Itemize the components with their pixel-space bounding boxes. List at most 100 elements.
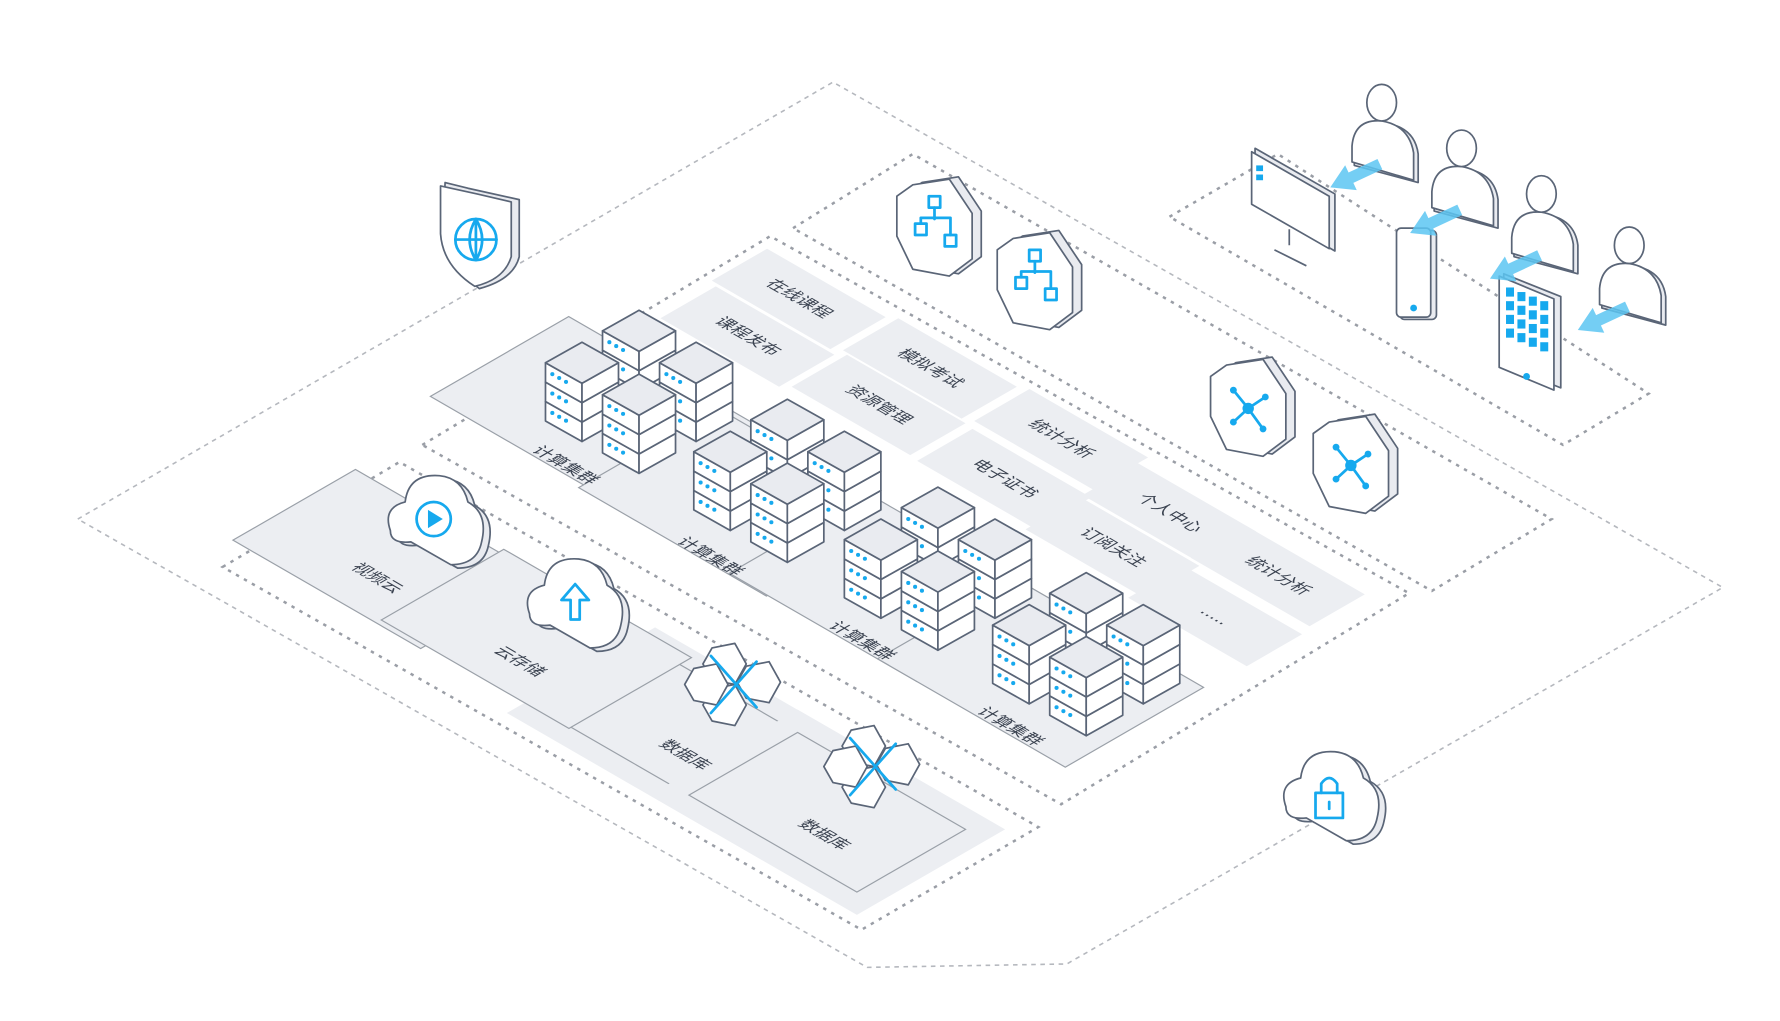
server-led bbox=[1054, 705, 1059, 710]
server-led bbox=[1118, 638, 1123, 643]
server-top bbox=[601, 373, 677, 417]
server-led bbox=[563, 418, 569, 423]
server-led bbox=[678, 418, 683, 423]
service-label-bg bbox=[917, 428, 1092, 530]
server-led bbox=[671, 376, 676, 381]
service-label: 在线课程 bbox=[711, 248, 886, 350]
server-led bbox=[906, 600, 911, 605]
server-led bbox=[919, 524, 924, 529]
server-top bbox=[991, 603, 1067, 647]
server-led bbox=[997, 634, 1002, 639]
server-led bbox=[906, 580, 911, 585]
server-led bbox=[997, 673, 1002, 678]
server-led bbox=[769, 520, 774, 525]
server-led bbox=[614, 427, 619, 432]
server-led bbox=[1061, 709, 1066, 714]
network-hub-icon bbox=[1312, 413, 1399, 515]
server-led bbox=[913, 623, 918, 628]
server-led bbox=[698, 461, 703, 466]
service-label: 课程发布 bbox=[660, 286, 835, 387]
tablet-icon bbox=[1498, 272, 1562, 392]
server-led bbox=[1004, 677, 1009, 682]
database-hex-icon bbox=[822, 724, 921, 809]
server-led bbox=[698, 480, 703, 485]
service-label: 统计分析 bbox=[1190, 525, 1365, 627]
server-led bbox=[1111, 634, 1116, 639]
service-label: 模拟考试 bbox=[842, 318, 1017, 419]
server-led bbox=[1068, 712, 1073, 718]
server-led bbox=[1068, 693, 1073, 698]
server-cluster bbox=[991, 571, 1181, 737]
server-led bbox=[550, 372, 555, 377]
server-top bbox=[957, 518, 1033, 561]
outer-boundary bbox=[76, 81, 1725, 969]
server-top bbox=[900, 486, 976, 530]
server-led bbox=[621, 411, 626, 416]
server-led bbox=[826, 488, 831, 493]
server-top bbox=[900, 550, 976, 593]
server-led bbox=[1068, 610, 1073, 615]
server-led bbox=[1061, 670, 1066, 675]
arrow-icon bbox=[1489, 250, 1543, 282]
server-led bbox=[919, 588, 924, 593]
server-led bbox=[705, 484, 710, 489]
server-led bbox=[664, 372, 669, 377]
server-led bbox=[1125, 642, 1130, 647]
server-led bbox=[856, 572, 861, 577]
server-led bbox=[712, 507, 717, 512]
server-led bbox=[856, 591, 861, 596]
server-led bbox=[614, 407, 619, 413]
server-top bbox=[843, 518, 919, 561]
org-chart-icon bbox=[996, 229, 1083, 331]
server-led bbox=[698, 499, 703, 504]
server-top bbox=[807, 430, 882, 474]
server-led bbox=[862, 576, 867, 581]
server-led bbox=[678, 399, 683, 404]
server-led bbox=[1068, 629, 1073, 634]
org-chart-icon bbox=[895, 175, 983, 277]
arrow-icon bbox=[1330, 159, 1383, 191]
server-led bbox=[906, 517, 911, 522]
service-label-bg bbox=[791, 354, 966, 456]
shield-globe-icon bbox=[439, 181, 521, 290]
server-led bbox=[913, 584, 918, 589]
server-led bbox=[563, 399, 569, 404]
server-led bbox=[849, 548, 854, 554]
cloud-play-icon bbox=[387, 474, 492, 569]
server-top bbox=[749, 462, 825, 506]
server-led bbox=[862, 595, 867, 600]
server-led bbox=[819, 464, 824, 470]
server-led bbox=[1011, 642, 1016, 647]
server-led bbox=[976, 595, 982, 600]
server-led bbox=[1004, 638, 1009, 643]
server-led bbox=[970, 552, 975, 557]
server-led bbox=[621, 431, 626, 436]
server-led bbox=[919, 608, 924, 613]
server-led bbox=[614, 446, 619, 451]
server-led bbox=[557, 376, 562, 381]
server-top bbox=[658, 341, 734, 385]
server-led bbox=[769, 456, 774, 461]
service-label-bg bbox=[842, 318, 1017, 419]
server-led bbox=[621, 367, 626, 372]
arrow-icon bbox=[1410, 204, 1463, 236]
service-label-bg bbox=[711, 248, 886, 350]
clients-zone bbox=[1166, 152, 1651, 447]
server-top bbox=[692, 430, 768, 474]
service-label: 个人中心 bbox=[1082, 463, 1257, 564]
server-led bbox=[976, 576, 982, 581]
server-top bbox=[1105, 603, 1181, 647]
gateway-zone bbox=[790, 152, 1555, 593]
service-label-bg bbox=[974, 389, 1149, 490]
services-zone bbox=[419, 234, 1412, 806]
service-label-bg bbox=[660, 286, 835, 387]
server-top bbox=[1048, 635, 1124, 679]
service-label: 电子证书 bbox=[917, 428, 1092, 530]
server-led bbox=[1125, 681, 1130, 686]
server-led bbox=[856, 552, 861, 557]
server-led bbox=[1011, 661, 1016, 666]
server-led bbox=[1054, 685, 1059, 690]
server-led bbox=[614, 344, 619, 349]
server-led bbox=[913, 520, 918, 525]
